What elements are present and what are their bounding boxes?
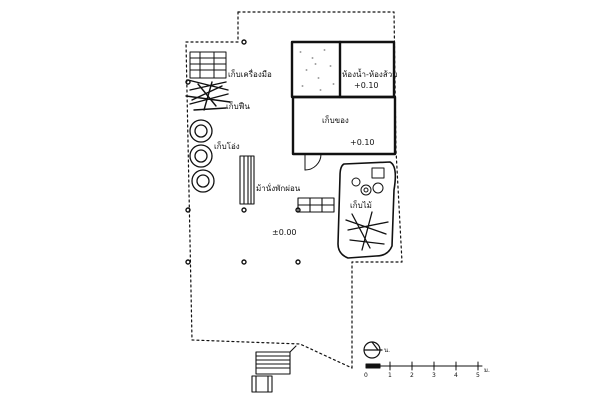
scale-bar [365,361,483,371]
jar-2 [189,144,213,168]
storage-name: เก็บของ [322,116,349,125]
scale-tick-1: 1 [388,372,392,379]
tool-storage-label: เก็บเครื่องมือ [228,70,272,79]
jar-3 [191,169,215,193]
bench-label: ม้านั่งพักผ่อน [256,184,301,193]
site-boundary [185,11,403,369]
firewood-label: เก็บฟืน [226,102,250,111]
building-walls [290,40,397,156]
scale-tick-4: 4 [454,372,458,379]
ground-level: ±0.00 [272,228,297,237]
bench [239,155,255,205]
jars-label: เก็บโอ่ง [214,142,240,151]
boards [297,197,335,213]
scale-tick-0: 0 [364,372,368,379]
posts [185,39,301,265]
entrance-steps [251,345,297,393]
wood-storage-label: เก็บไม้ [350,201,372,210]
jar-1 [189,119,213,143]
bathroom-stipple [299,49,335,91]
firewood-pile [185,79,231,111]
wood-storage-bin [337,161,397,259]
bathroom-name: ห้องน้ำ-ห้องส้วม [342,70,398,79]
door-swing [304,153,322,171]
tool-storage-stack [189,51,227,79]
bathroom-level: +0.10 [354,81,379,90]
storage-level: +0.10 [350,138,375,147]
scale-unit: ม. [484,367,490,374]
scale-tick-3: 3 [432,372,436,379]
north-arrow-icon [363,341,383,359]
scale-tick-2: 2 [410,372,414,379]
north-label: น. [384,347,391,354]
scale-tick-5: 5 [476,372,480,379]
